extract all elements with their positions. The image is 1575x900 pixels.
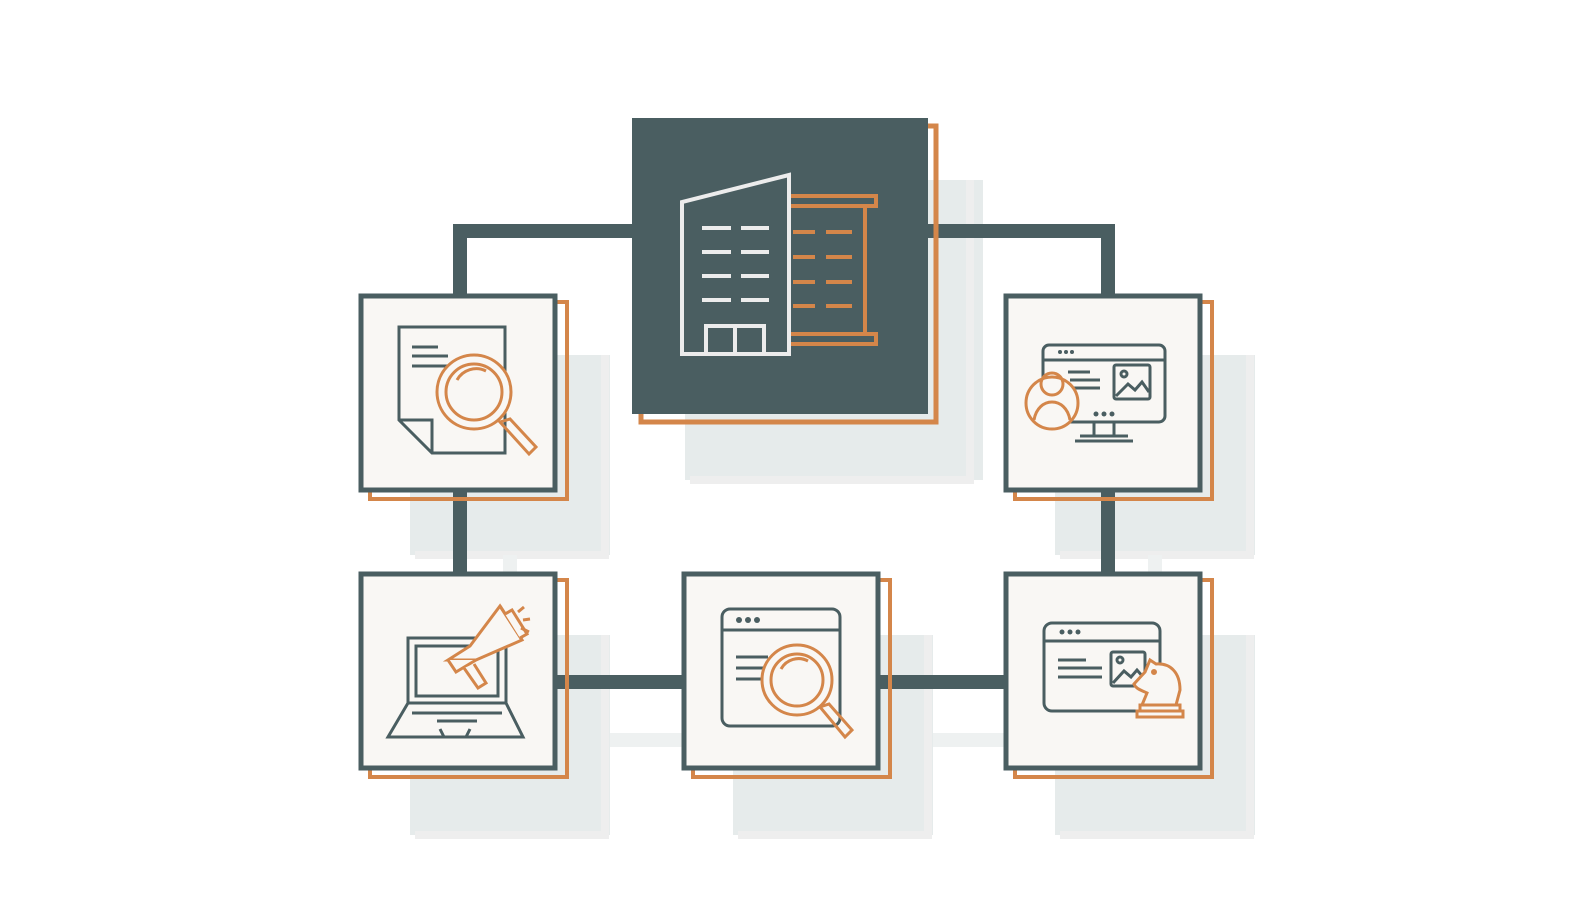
office-building-icon [680, 172, 878, 356]
node-web-strategy [1003, 571, 1214, 779]
node-digital-marketing [358, 571, 569, 779]
laptop-megaphone-icon [385, 603, 531, 739]
connector-hub-research-report [453, 224, 640, 300]
browser-search-icon [720, 607, 855, 740]
hub-node [632, 118, 939, 425]
browser-chess-knight-icon [1042, 621, 1185, 719]
desktop-user-profile-icon [1024, 343, 1167, 443]
connector-lines [453, 224, 1115, 689]
node-web-search [681, 571, 892, 779]
connector-hub-online-profile [925, 224, 1115, 300]
node-research-report [358, 293, 569, 501]
node-online-profile [1003, 293, 1214, 501]
document-search-icon [397, 325, 539, 457]
